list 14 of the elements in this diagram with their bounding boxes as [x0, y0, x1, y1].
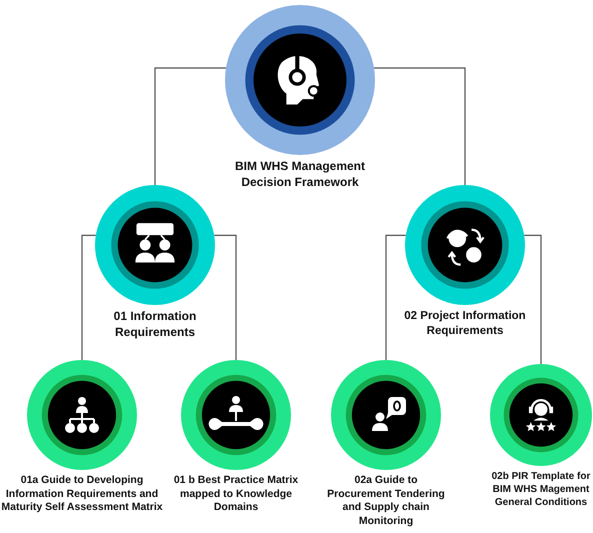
node-label: 01 Information Requirements [112, 309, 198, 340]
node-label: 01 b Best Practice Matrix mapped to Knowledge Domains [172, 474, 300, 515]
connector-line [214, 234, 237, 360]
node-label: 02a Guide to Procurement Tendering and Supply chain Monitoring [326, 474, 446, 529]
connector-line [374, 67, 466, 185]
circle-node [0, 360, 164, 515]
connector-line [385, 234, 406, 360]
node-label: BIM WHS Management Decision Framework [234, 159, 366, 190]
node-label: 01a Guide to Developing Information Requirements and Maturity Self Assessment Matrix [0, 474, 164, 515]
connector-line [524, 234, 542, 364]
connector-line [154, 67, 226, 185]
node-label: 02b PIR Template for BIM WHS Magement General Conditions [490, 470, 592, 509]
connector-line [81, 234, 96, 360]
node-label: 02 Project Information Requirements [403, 309, 527, 339]
